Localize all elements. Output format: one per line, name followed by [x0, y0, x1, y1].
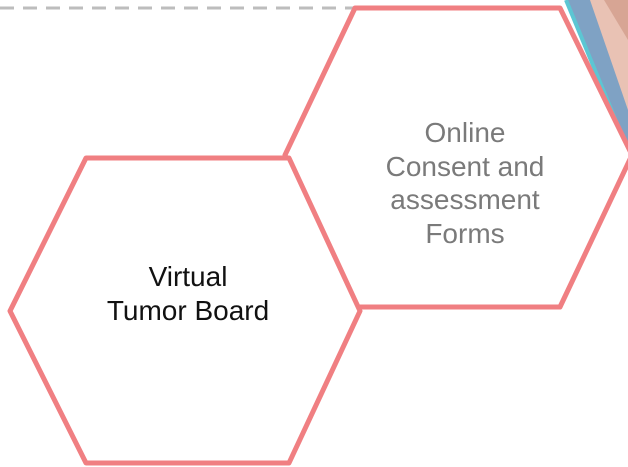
online-consent-line-1: Online	[424, 117, 506, 148]
online-consent-line-2: Consent and	[385, 150, 545, 182]
online-consent-line-4: Forms	[425, 217, 505, 249]
online-consent-label: Online Consent and assessment Forms	[360, 116, 570, 250]
virtual-tumor-board-line-2: Tumor Board	[106, 294, 270, 326]
online-consent-line-3: assessment	[390, 184, 540, 216]
hexagon-online-consent	[282, 5, 628, 310]
virtual-tumor-board-label: Virtual Tumor Board	[88, 260, 288, 327]
hexagon-virtual-tumor-board	[7, 155, 363, 466]
virtual-tumor-board-line-1: Virtual	[148, 261, 228, 292]
